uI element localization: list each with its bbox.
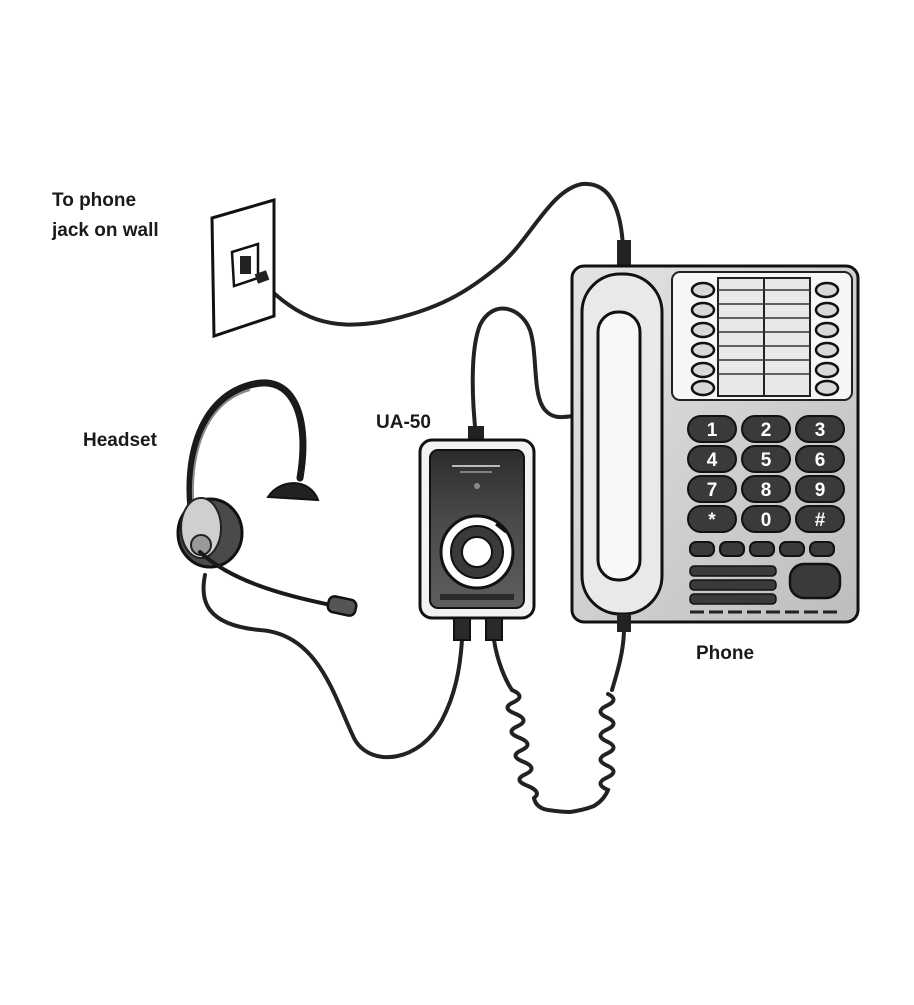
ua50-adapter: [420, 426, 534, 640]
coiled-cord: [507, 690, 613, 812]
key-2: 2: [761, 420, 772, 441]
microphone-icon: [327, 595, 358, 616]
key-0: 0: [761, 510, 772, 531]
wall-jack-label-line1: To phone: [52, 186, 159, 216]
key-1: 1: [707, 420, 718, 441]
speaker-button-icon: [790, 564, 840, 598]
handset-jack-icon: [486, 618, 502, 640]
key-8: 8: [761, 480, 772, 501]
key-3: 3: [815, 420, 826, 441]
temple-pad-icon: [268, 483, 318, 500]
adapter-label: UA-50: [376, 408, 431, 438]
key-star: *: [708, 510, 716, 531]
function-buttons: [690, 542, 834, 556]
wall-jack: [212, 200, 274, 336]
wall-jack-label: To phone jack on wall: [52, 186, 159, 246]
wall-line-cord: [262, 184, 623, 325]
adapter-coil-lead: [494, 640, 512, 690]
phone: 1 2 3 4 5 6 7 8 9 * 0 #: [572, 240, 858, 632]
key-4: 4: [707, 450, 718, 471]
key-9: 9: [815, 480, 826, 501]
key-hash: #: [815, 510, 826, 531]
key-6: 6: [815, 450, 826, 471]
key-7: 7: [707, 480, 718, 501]
jack-socket-icon: [240, 256, 251, 274]
headset-label: Headset: [83, 426, 157, 456]
wall-jack-label-line2: jack on wall: [52, 216, 159, 246]
phone-label: Phone: [696, 639, 754, 669]
key-5: 5: [761, 450, 772, 471]
adapter-phone-cord: [473, 309, 572, 436]
headset-jack-icon: [454, 618, 470, 640]
handset-cord: [612, 628, 624, 690]
